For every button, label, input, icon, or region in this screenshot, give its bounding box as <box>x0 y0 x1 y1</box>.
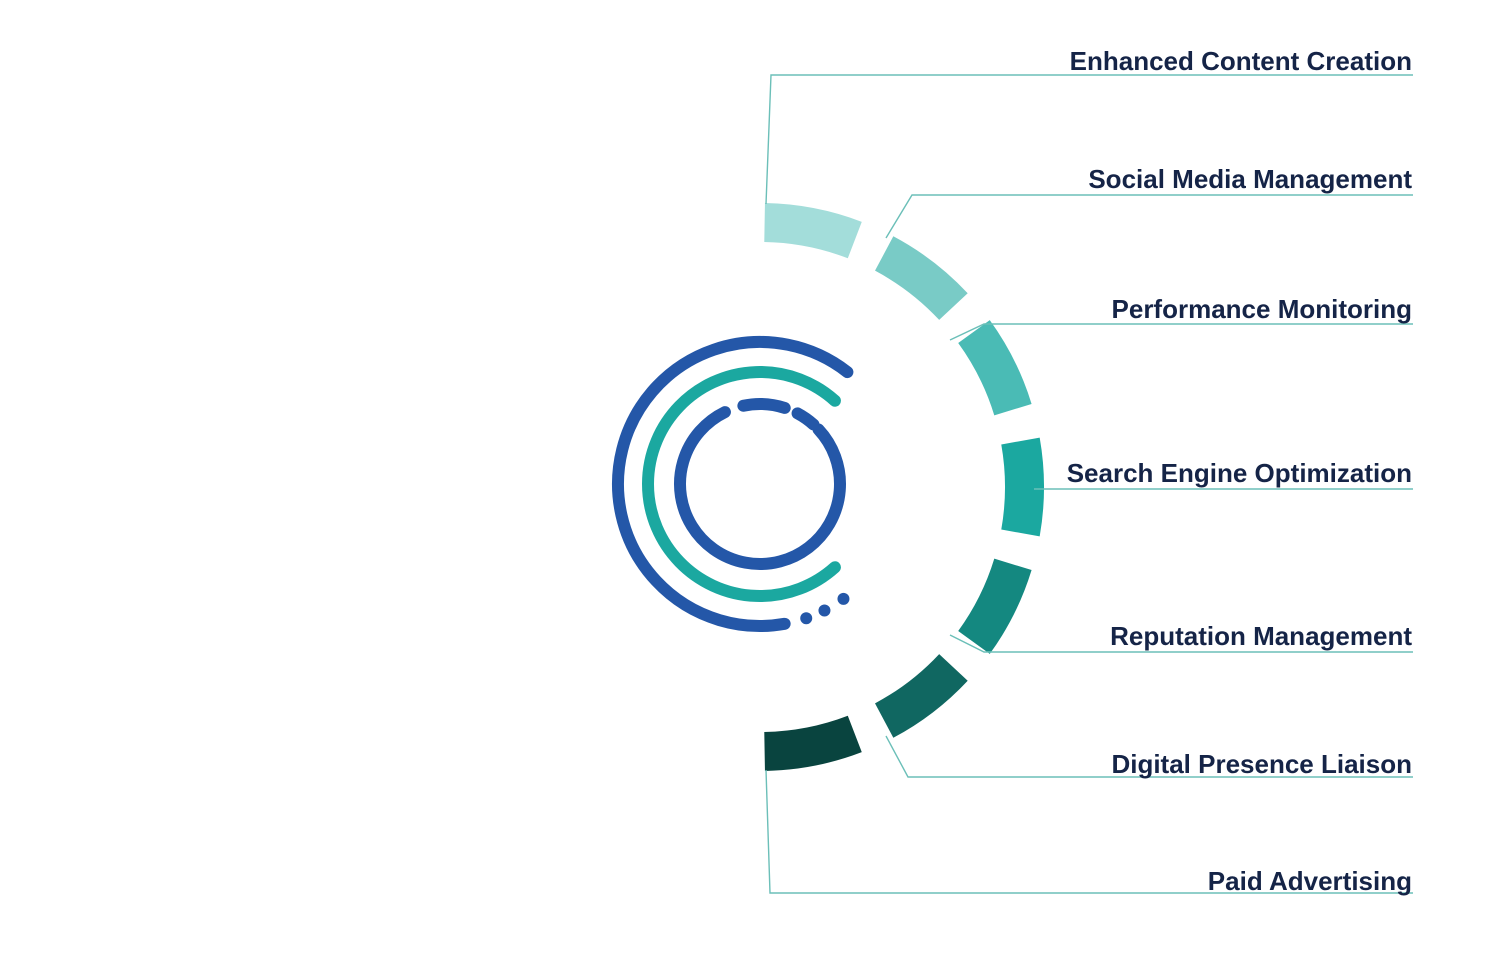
logo-dot-2 <box>818 604 831 617</box>
leader-line-digital-presence-liaison <box>885 735 1413 778</box>
label-enhanced-content-creation: Enhanced Content Creation <box>1069 46 1412 76</box>
leader-line-paid-advertising <box>765 769 1413 894</box>
logo-dot-1 <box>800 612 813 625</box>
label-search-engine-optimization: Search Engine Optimization <box>1066 458 1412 488</box>
segment-digital-presence-liaison <box>875 654 968 738</box>
logo-dot-3 <box>837 592 850 605</box>
segment-enhanced-content-creation <box>764 203 862 259</box>
label-digital-presence-liaison: Digital Presence Liaison <box>1111 749 1412 779</box>
label-reputation-management: Reputation Management <box>1110 621 1412 651</box>
label-social-media-management: Social Media Management <box>1088 164 1412 194</box>
segment-social-media-management <box>875 236 968 320</box>
leader-line-enhanced-content-creation <box>765 74 1413 205</box>
label-paid-advertising: Paid Advertising <box>1207 866 1412 896</box>
c-rings-logo <box>612 336 854 632</box>
leader-line-performance-monitoring <box>949 323 1413 341</box>
logo-inner-dash-2 <box>791 407 820 431</box>
segment-reputation-management <box>958 558 1032 654</box>
logo-inner-ring <box>674 406 846 570</box>
logo-middle-ring <box>642 366 841 602</box>
logo-inner-dash-1 <box>737 398 791 414</box>
logo-outer-ring <box>612 336 854 632</box>
segment-search-engine-optimization <box>1001 437 1045 537</box>
segment-paid-advertising <box>764 715 862 771</box>
segment-performance-monitoring <box>958 320 1032 416</box>
label-performance-monitoring: Performance Monitoring <box>1111 294 1412 324</box>
leader-line-reputation-management <box>949 634 1413 653</box>
leader-line-social-media-management <box>885 194 1413 239</box>
